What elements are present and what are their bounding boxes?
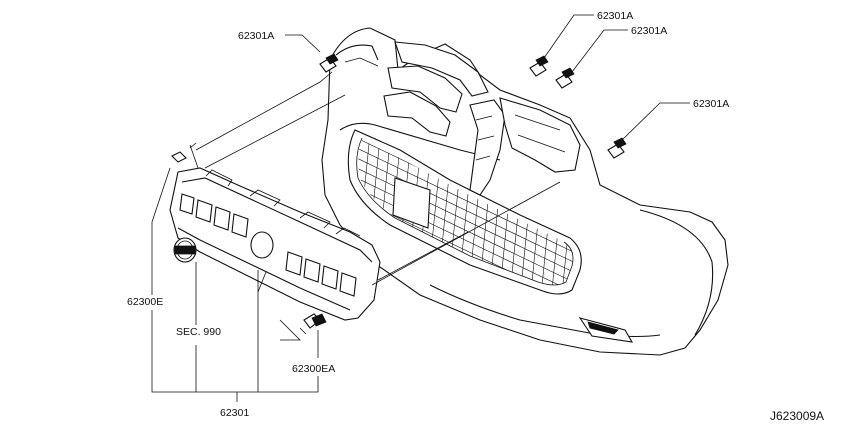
clip-top-left-icon [319, 53, 339, 73]
label-clip-top-left: 62301A [238, 30, 274, 42]
label-section-ref: SEC. 990 [176, 326, 221, 338]
grille-slots-left [179, 193, 249, 238]
label-clip-top-right-1: 62301A [597, 10, 633, 22]
diagram-code: J623009A [770, 409, 824, 423]
clip-top-right-2-icon [555, 67, 575, 89]
label-grille-assembly: 62301 [220, 407, 249, 419]
grille-slots-right [285, 251, 357, 297]
clip-bottom-icon [299, 313, 327, 335]
clip-grille-top-icon [171, 151, 187, 163]
label-clip-bottom: 62300EA [292, 363, 335, 375]
clip-top-right-1-icon [529, 55, 549, 77]
emblem-opening [250, 231, 274, 259]
label-clip-right: 62301A [693, 98, 729, 110]
label-clip-top-right-2: 62301A [631, 25, 667, 37]
clip-right-icon [607, 137, 627, 159]
emblem-badge [173, 237, 197, 263]
front-grille [169, 167, 381, 321]
front-bumper [321, 27, 729, 356]
leader-lines [151, 14, 690, 402]
label-emblem: 62300E [127, 296, 163, 308]
